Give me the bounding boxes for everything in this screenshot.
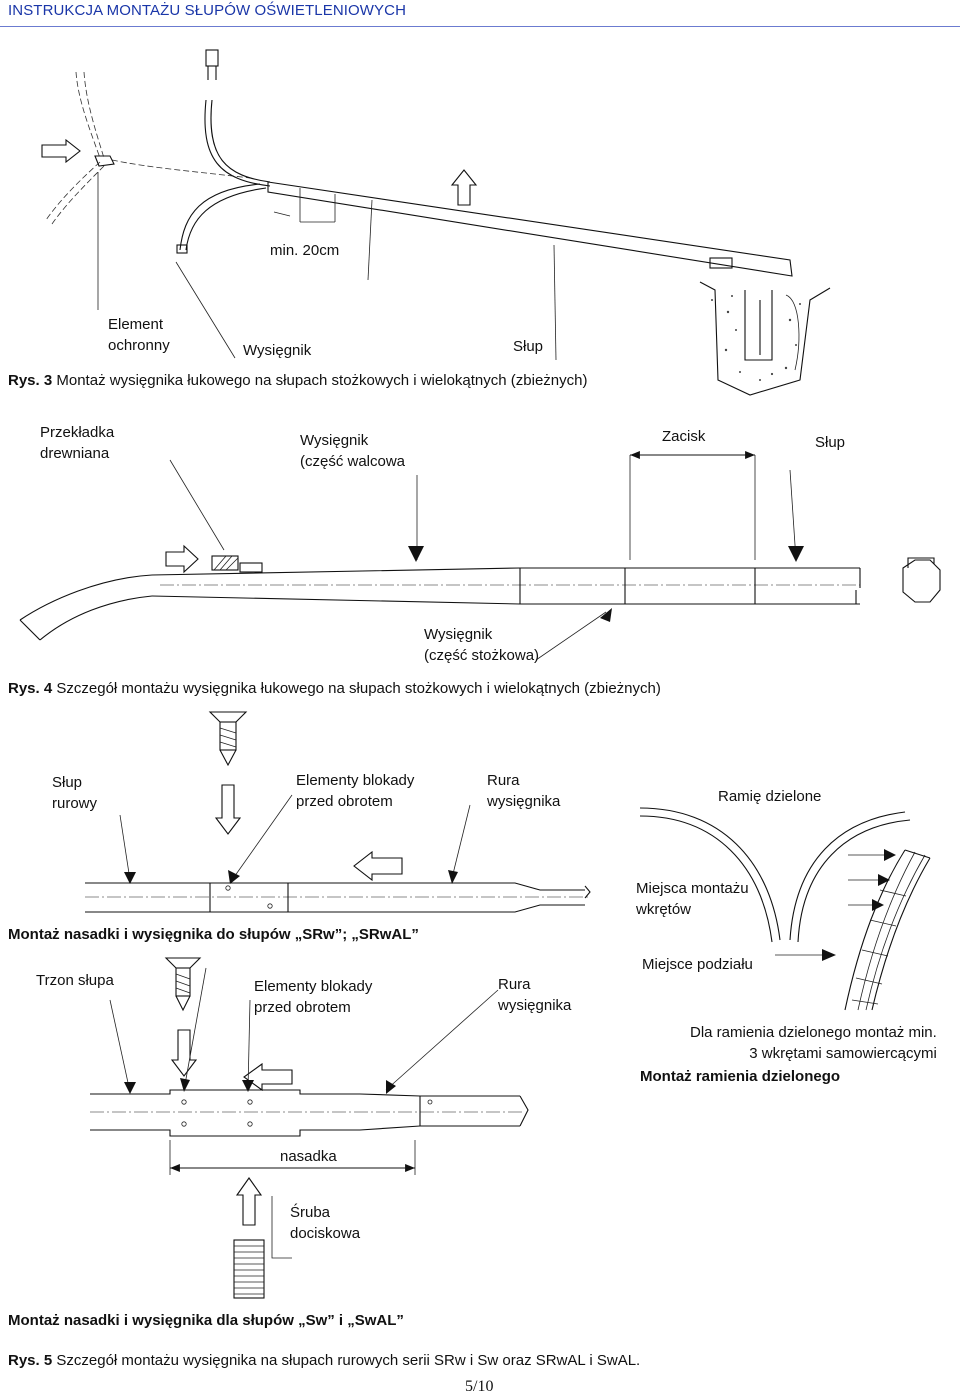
wooden-spacer-line2: drewniana	[40, 445, 110, 462]
rotation-lock-line1: Elementy blokady	[296, 772, 415, 789]
screw-places-label: Miejsca montażu wkrętów	[636, 878, 749, 920]
cap-label: nasadka	[280, 1148, 337, 1165]
pole-shaft-label: Trzon słupa	[36, 972, 114, 989]
wooden-spacer-label: Przekładka drewniana	[40, 422, 114, 464]
fig4-caption: Rys. 4 Szczegół montażu wysięgnika łukow…	[8, 680, 661, 697]
fig4-caption-text: Szczegół montażu wysięgnika łukowego na …	[56, 680, 661, 697]
arm-tube-line1: Rura	[487, 772, 520, 789]
tubular-pole-line1: Słup	[52, 774, 83, 791]
clamping-screw-line2: dociskowa	[290, 1225, 361, 1242]
srw-mounting-title: Montaż nasadki i wysięgnika do słupów „S…	[8, 926, 419, 943]
document-header: INSTRUKCJA MONTAŻU SŁUPÓW OŚWIETLENIOWYC…	[8, 2, 407, 19]
clamp-label: Zacisk	[662, 428, 706, 445]
split-arm-note-line2: 3 wkrętami samowiercącymi	[749, 1045, 937, 1062]
fig5-caption: Rys. 5 Szczegół montażu wysięgnika na sł…	[8, 1352, 640, 1369]
arm-tube-2-line2: wysięgnika	[498, 997, 572, 1014]
fig4-caption-prefix: Rys. 4	[8, 680, 53, 697]
fig5-caption-text: Szczegół montażu wysięgnika na słupach r…	[56, 1352, 641, 1369]
arm-label: Wysięgnik	[243, 342, 312, 359]
arm-tube-2-line1: Rura	[498, 976, 531, 993]
tubular-pole-label: Słup rurowy	[52, 772, 97, 814]
rotation-lock-2-line2: przed obrotem	[254, 999, 351, 1016]
wooden-spacer-line1: Przekładka	[40, 424, 115, 441]
split-arm-mounting-title: Montaż ramienia dzielonego	[640, 1068, 841, 1085]
split-arm-note-line1: Dla ramienia dzielonego montaż min.	[690, 1024, 937, 1041]
arm-tube-line2: wysięgnika	[487, 793, 561, 810]
protective-element-label: Element ochronny	[108, 314, 170, 356]
fig3-caption-text: Montaż wysięgnika łukowego na słupach st…	[56, 372, 588, 389]
fig3-drawing	[41, 49, 831, 396]
split-arm-label: Ramię dzielone	[718, 788, 822, 805]
tubular-pole-line2: rurowy	[52, 795, 98, 812]
cylindrical-arm-line2: (część walcowa	[300, 453, 406, 470]
rotation-lock-2-line1: Elementy blokady	[254, 978, 373, 995]
min-distance-label: min. 20cm	[270, 242, 340, 259]
fig4-pole-label: Słup	[815, 434, 846, 451]
arm-tube-label: Rura wysięgnika	[487, 770, 560, 812]
pole-label: Słup	[513, 338, 544, 355]
protective-element-line1: Element	[108, 316, 164, 333]
sw-mounting-title: Montaż nasadki i wysięgnika dla słupów „…	[8, 1312, 404, 1329]
clamping-screw-label: Śruba dociskowa	[290, 1202, 360, 1244]
rotation-lock-label: Elementy blokady przed obrotem	[296, 770, 414, 812]
fig5-sw-drawing	[90, 957, 529, 1299]
rotation-lock-2-label: Elementy blokady przed obrotem	[254, 976, 372, 1018]
clamping-screw-line1: Śruba	[290, 1204, 331, 1221]
screw-places-line2: wkrętów	[636, 901, 692, 918]
arm-tube-2-label: Rura wysięgnika	[498, 974, 571, 1016]
protective-element-line2: ochronny	[108, 337, 170, 354]
fig3-caption: Rys. 3 Montaż wysięgnika łukowego na słu…	[8, 372, 587, 389]
fig4-drawing	[19, 451, 941, 661]
split-point-label: Miejsce podziału	[642, 956, 753, 973]
rotation-lock-line2: przed obrotem	[296, 793, 393, 810]
page-number: 5/10	[465, 1378, 494, 1395]
cylindrical-arm-label: Wysięgnik (część walcowa	[300, 430, 405, 472]
fig5-split-arm-drawing	[639, 807, 931, 1011]
fig3-caption-prefix: Rys. 3	[8, 372, 53, 389]
fig5-caption-prefix: Rys. 5	[8, 1352, 53, 1369]
header-divider	[0, 26, 960, 27]
conical-arm-line1: Wysięgnik	[424, 626, 493, 643]
fig5-srw-drawing	[85, 711, 591, 913]
cylindrical-arm-line1: Wysięgnik	[300, 432, 369, 449]
conical-arm-label: Wysięgnik (część stożkowa)	[424, 624, 539, 666]
split-arm-note: Dla ramienia dzielonego montaż min. 3 wk…	[690, 1022, 937, 1064]
conical-arm-line2: (część stożkowa)	[424, 647, 540, 664]
screw-places-line1: Miejsca montażu	[636, 880, 749, 897]
